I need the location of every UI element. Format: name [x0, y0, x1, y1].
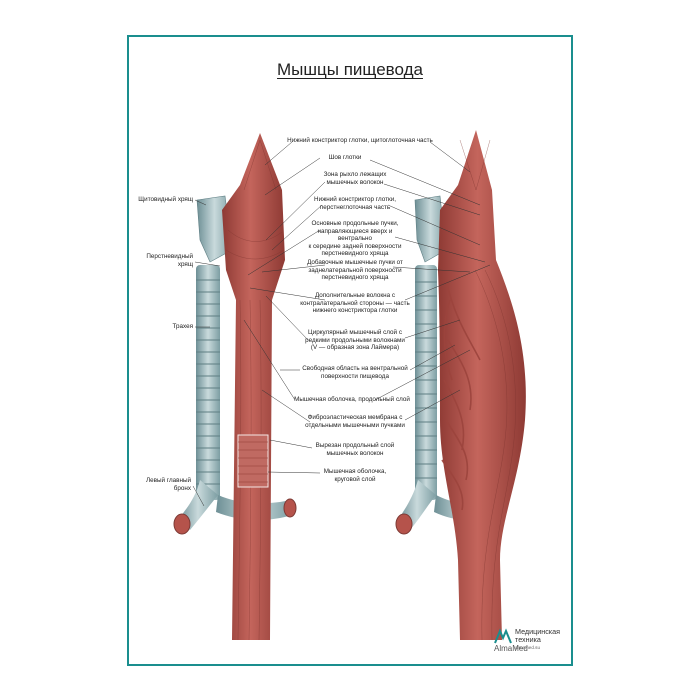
label-cricoid-cartilage: Перстневидный хрящ: [146, 253, 193, 268]
label-loose-fiber-zone: Зона рыхло лежащих мышечных волокон: [323, 171, 387, 186]
label-free-ventral-area: Свободная область на вентральной поверхн…: [302, 365, 408, 380]
logo-site: almamed.su: [515, 645, 541, 650]
label-pharyngeal-raphe: Шов глотки: [328, 154, 362, 161]
label-accessory-muscle-bundles: Добавочные мышечные пучки от заднелатера…: [307, 259, 403, 282]
label-circular-layer-laimer: Циркулярный мышечный слой с редкими прод…: [305, 329, 405, 352]
label-contralateral-fibers: Дополнительные волокна с контралатеральн…: [300, 292, 410, 315]
almamed-logo: AlmaMed Медицинская техника almamed.su: [494, 626, 568, 656]
logo-line2: техника: [515, 635, 541, 644]
left-esophagus: [222, 133, 285, 641]
label-muscular-circular-layer: Мышечная оболочка, круговой слой: [323, 468, 387, 483]
label-main-longitudinal-bundles: Основные продольные пучки, направляющиес…: [308, 220, 402, 258]
label-inferior-constrictor-cricopharyngeal: Нижний констриктор глотки, перстнеглоточ…: [314, 196, 396, 211]
logo-brand: AlmaMed: [494, 644, 528, 653]
label-trachea: Трахея: [172, 323, 194, 330]
label-muscular-longitudinal-layer: Мышечная оболочка, продольный слой: [294, 396, 410, 403]
logo-line1: Медицинская: [515, 627, 561, 636]
right-thyroid-cartilage: [414, 195, 447, 263]
almamed-logo-icon: [494, 628, 512, 644]
poster-title: Мышцы пищевода: [277, 60, 423, 79]
leader-lines: [192, 141, 491, 507]
label-cut-longitudinal-layer: Вырезан продольный слой мышечных волокон: [315, 442, 395, 457]
label-fibroelastic-membrane: Фиброэластическая мембрана с отдельными …: [305, 414, 405, 429]
label-left-main-bronchus: Левый главный бронх: [146, 477, 191, 492]
label-thyroid-cartilage: Щитовидный хрящ: [138, 196, 193, 203]
label-inferior-constrictor-thyropharyngeal: Нижний констриктор глотки, щитоглоточная…: [287, 137, 433, 144]
right-esophagus: [438, 130, 526, 641]
